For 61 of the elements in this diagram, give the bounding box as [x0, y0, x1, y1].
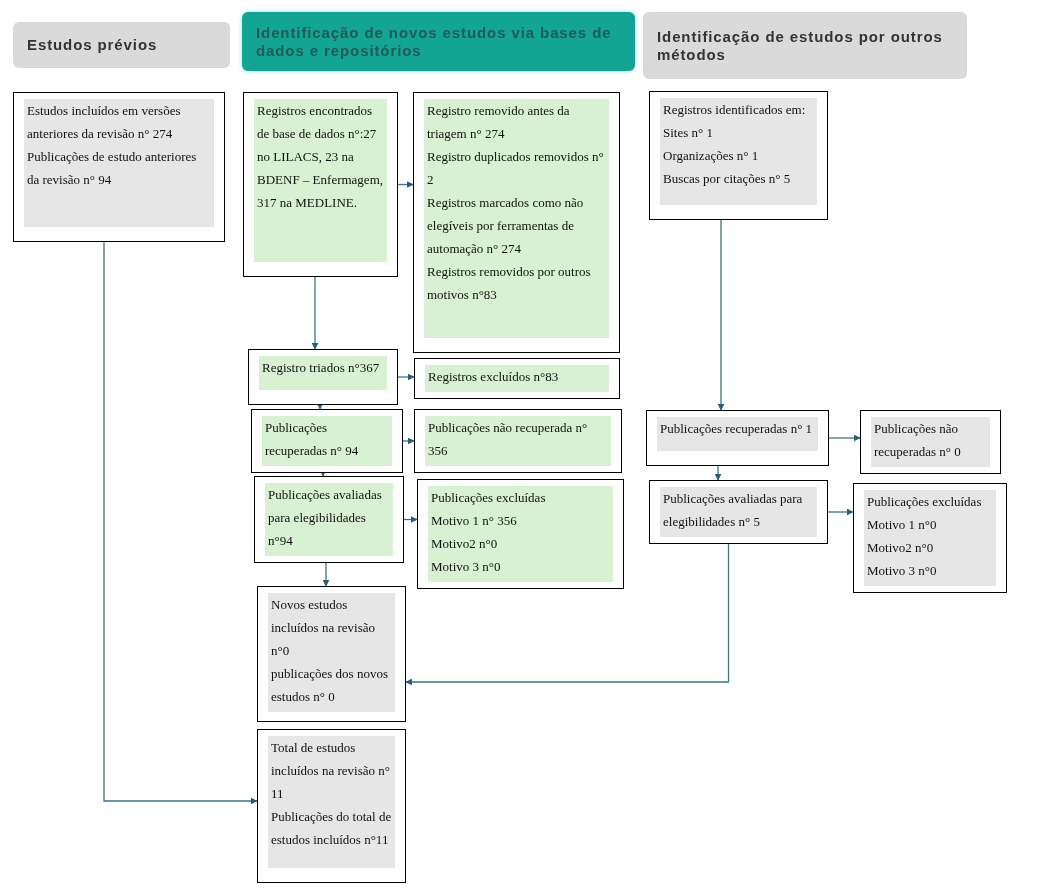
- section-header: Estudos prévios: [13, 22, 230, 68]
- process-box: [257, 729, 406, 883]
- process-box: [257, 586, 406, 722]
- box-text: Motivo 3 n°0: [867, 562, 938, 580]
- box-text: Motivo 3 n°0: [431, 558, 502, 576]
- process-box: [414, 409, 622, 473]
- box-text: publicações dos novos estudos n° 0: [271, 665, 389, 706]
- box-text: Publicações recuperadas n° 1: [660, 420, 814, 438]
- process-box: [853, 483, 1007, 593]
- process-box: [254, 476, 404, 563]
- process-box: [13, 92, 225, 242]
- arrow: [397, 373, 415, 381]
- box-text: Publicações recuperadas n° 94: [265, 419, 360, 460]
- arrow: [828, 434, 861, 442]
- box-text: Registros identificados em:: [663, 101, 807, 119]
- box-text: Registros encontrados de base de dados n°:27 no LILACS, 23 na BDENF – Enfermagem, 317 na MEDLINE.: [257, 102, 384, 212]
- arrow: [403, 516, 418, 523]
- box-text: Motivo2 n°0: [867, 539, 935, 557]
- box-text: Publicações não recuperadas n° 0: [874, 420, 962, 461]
- box-text: Estudos incluídos em versões anteriores da revisão n° 274: [27, 102, 182, 143]
- arrow: [311, 276, 319, 350]
- box-text: Registros excluídos n°83: [428, 368, 560, 386]
- process-box: [649, 480, 828, 544]
- process-box: [860, 410, 1001, 474]
- box-text: Publicações do total de estudos incluídos n°11: [271, 808, 392, 849]
- box-text: Registro triados n°367: [262, 359, 381, 377]
- section-header: Identificação de novos estudos via bases de dados e repositórios: [242, 12, 635, 71]
- box-text: Registro duplicados removidos n° 2: [427, 148, 605, 189]
- box-text: Buscas por citações n° 5: [663, 170, 792, 188]
- arrow: [827, 508, 854, 516]
- arrow: [103, 241, 258, 805]
- box-text: Registro removido antes da triagem n° 274: [427, 102, 571, 143]
- box-text: Publicações de estudo anteriores da revisão n° 94: [27, 148, 198, 189]
- process-box: [251, 409, 403, 473]
- box-text: Registros marcados como não elegíveis por ferramentas de automação n° 274: [427, 194, 585, 258]
- box-text: Motivo 1 n° 356: [431, 512, 518, 530]
- box-text: Publicações avaliadas para elegibilidades n°94: [268, 486, 383, 550]
- box-text: Publicações excluídas: [431, 489, 547, 507]
- process-box: [417, 479, 624, 589]
- process-box: [248, 349, 398, 405]
- arrow: [405, 543, 730, 686]
- process-box: [649, 91, 828, 220]
- box-text: Publicações excluídas: [867, 493, 983, 511]
- arrow: [714, 465, 722, 481]
- arrow: [717, 219, 725, 411]
- box-text: Motivo2 n°0: [431, 535, 499, 553]
- box-text: Sites n° 1: [663, 124, 714, 142]
- process-box: [413, 92, 620, 353]
- box-text: Total de estudos incluídos na revisão n° 11: [271, 739, 391, 803]
- arrow: [402, 437, 415, 445]
- process-box: [414, 358, 620, 399]
- box-text: Registros removidos por outros motivos n°83: [427, 263, 592, 304]
- section-header: Identificação de estudos por outros métodos: [643, 12, 967, 79]
- process-box: [243, 92, 398, 277]
- box-text: Publicações avaliadas para elegibilidades n° 5: [663, 490, 804, 531]
- arrow: [397, 181, 414, 188]
- box-text: Organizações n° 1: [663, 147, 760, 165]
- box-text: Publicações não recuperada n° 356: [428, 419, 589, 460]
- process-box: [646, 410, 829, 466]
- arrow: [322, 562, 330, 587]
- box-text: Motivo 1 n°0: [867, 516, 938, 534]
